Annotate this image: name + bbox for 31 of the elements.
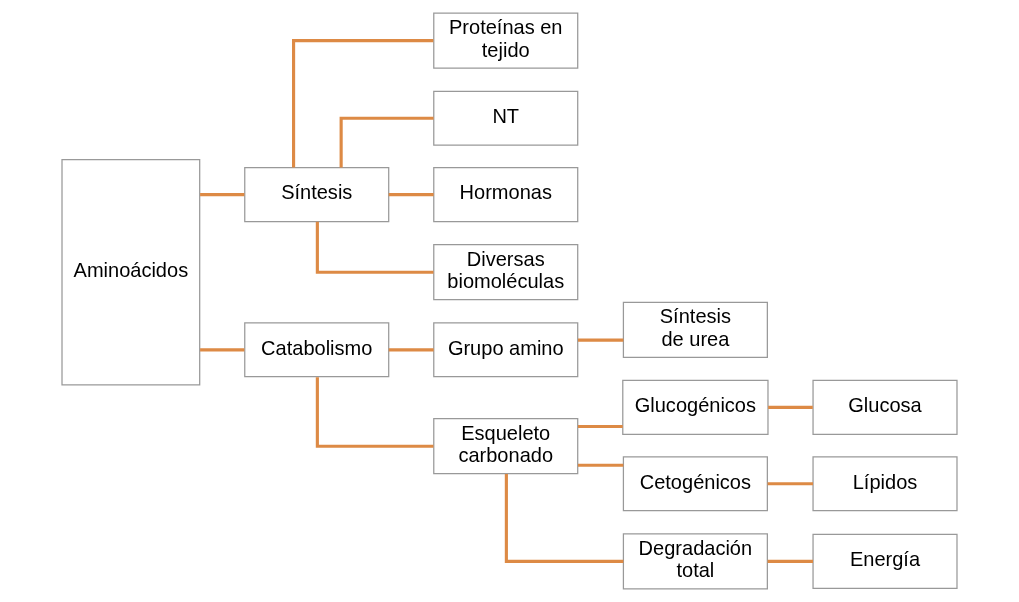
node-box: Catabolismo	[244, 322, 390, 378]
connector	[578, 338, 624, 342]
connector	[339, 116, 434, 168]
connector	[200, 348, 245, 352]
node-box: NT	[433, 90, 579, 146]
node-box: Esqueleto carbonado	[433, 418, 579, 475]
node-box: Glucogénicos	[622, 379, 769, 435]
node-box: Proteínas en tejido	[433, 12, 579, 69]
node-box: Lípidos	[812, 456, 958, 512]
node-box: Cetogénicos	[622, 456, 768, 512]
connector	[578, 463, 624, 467]
connector	[315, 221, 434, 274]
node-box: Diversas biomoléculas	[433, 244, 579, 301]
node-box: Energía	[812, 533, 958, 589]
connector	[315, 377, 434, 448]
node-box: Aminoácidos	[61, 158, 201, 386]
node-box: Síntesis	[244, 167, 390, 223]
node-box: Degradación total	[622, 533, 768, 590]
connector	[578, 424, 623, 429]
connector	[767, 482, 813, 486]
connector	[767, 559, 813, 563]
node-box: Hormonas	[433, 167, 579, 223]
node-box: Glucosa	[812, 379, 958, 435]
node-box: Grupo amino	[433, 322, 579, 378]
connector	[292, 39, 434, 168]
node-box: Síntesis de urea	[622, 301, 768, 358]
connector	[768, 405, 813, 409]
connector	[504, 474, 624, 563]
connector	[200, 193, 245, 197]
connector	[388, 348, 434, 352]
connector	[388, 193, 434, 197]
